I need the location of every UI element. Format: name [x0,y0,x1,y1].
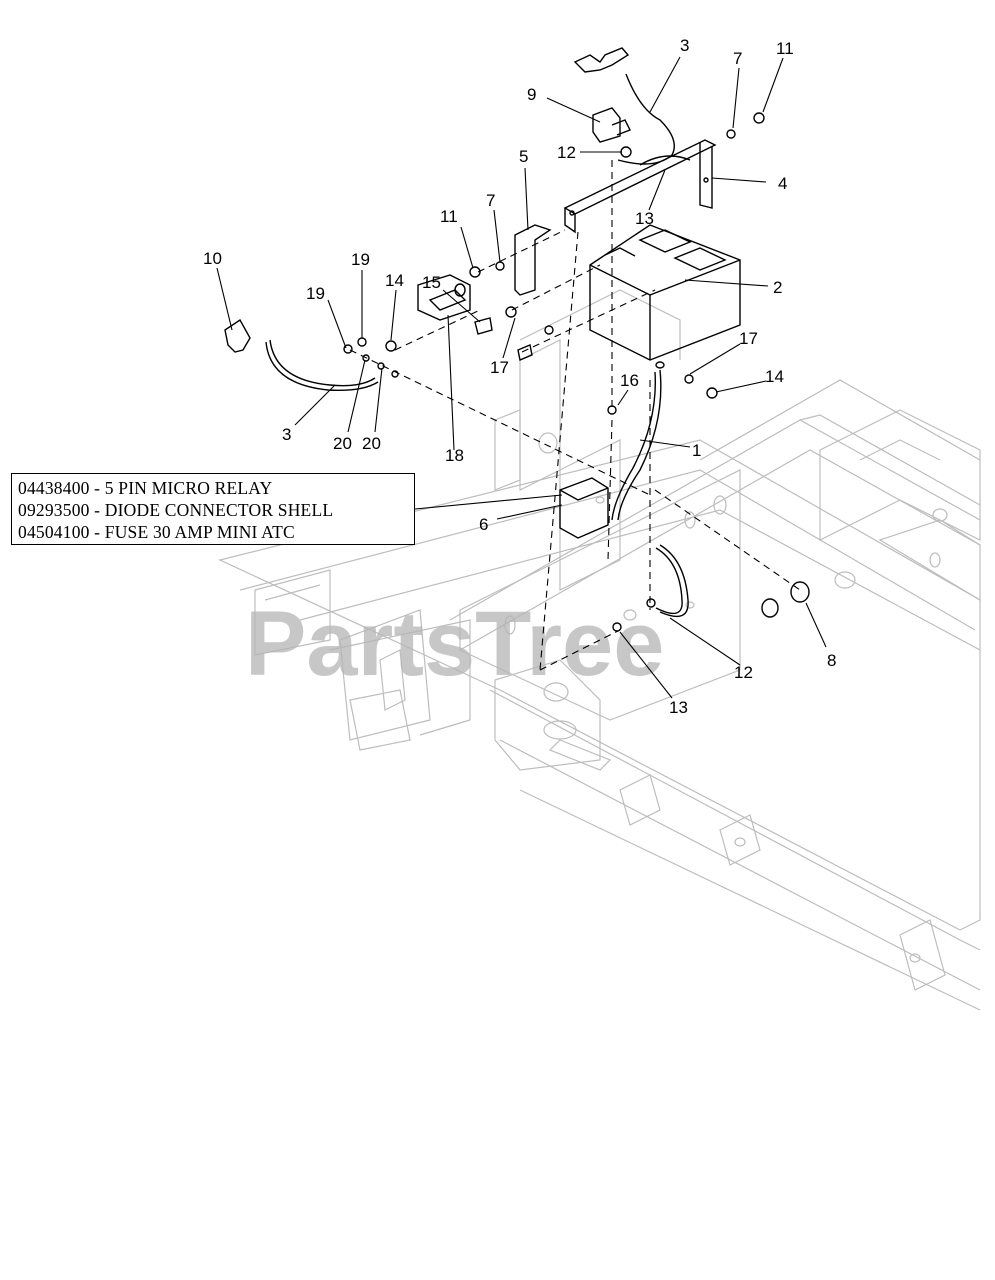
terminal-cap-part [573,47,630,73]
callout-11-top: 11 [776,39,794,58]
callout-7-left: 7 [486,191,495,210]
callout-6: 6 [479,515,488,534]
boot-part [224,318,251,353]
callouts: 3 7 11 9 5 12 4 13 11 7 2 10 19 19 14 15… [203,36,836,717]
callout-7-top: 7 [733,49,742,68]
lower-cable-part [659,544,689,618]
callout-16: 16 [620,371,639,390]
callout-19-a: 19 [306,284,325,303]
watermark-text: PartsTree [245,593,664,695]
callout-11-left: 11 [440,207,458,226]
callout-19-b: 19 [351,250,370,269]
callout-15: 15 [422,273,441,292]
callout-13-top: 13 [635,209,654,228]
callout-18: 18 [445,446,464,465]
callout-3-left: 3 [282,425,291,444]
callout-3-top: 3 [680,36,689,55]
bracket-part [514,224,552,296]
note-line: 04438400 - 5 PIN MICRO RELAY [18,478,273,498]
grommet-part [790,581,810,603]
ground-cable-outer [611,371,657,521]
callout-4: 4 [778,174,787,193]
callout-20-a: 20 [333,434,352,453]
callout-1: 1 [692,441,701,460]
battery-part [589,224,741,369]
callout-17-right: 17 [739,329,758,348]
hold-down-bracket-part [563,139,717,234]
strap-cable [639,155,691,166]
relay-cable-part [269,339,376,387]
callout-14-left: 14 [385,271,404,290]
callout-8: 8 [827,651,836,670]
relay-cable-outer [265,341,379,392]
lower-cable-outer [655,547,683,615]
diode-connector-part [559,477,609,539]
leader-lines [216,56,827,699]
callout-10: 10 [203,249,222,268]
note-line: 04504100 - FUSE 30 AMP MINI ATC [18,522,295,542]
note-line: 09293500 - DIODE CONNECTOR SHELL [18,500,334,520]
callout-9: 9 [527,85,536,104]
assembly-lines [349,160,801,671]
callout-2: 2 [773,278,782,297]
parts [224,47,810,671]
callout-12-top: 12 [557,143,576,162]
callout-20-b: 20 [362,434,381,453]
grommet-part-2 [761,598,779,618]
ground-cable-part [617,369,662,521]
terminal-boot-part [592,107,631,143]
callout-5: 5 [519,147,528,166]
callout-14-right: 14 [765,367,784,386]
callout-12-bottom: 12 [734,663,753,682]
callout-17-left: 17 [490,358,509,377]
top-cable-part [617,73,675,165]
callout-13-bottom: 13 [669,698,688,717]
parts-note-box: 04438400 - 5 PIN MICRO RELAY 09293500 - … [11,473,415,545]
